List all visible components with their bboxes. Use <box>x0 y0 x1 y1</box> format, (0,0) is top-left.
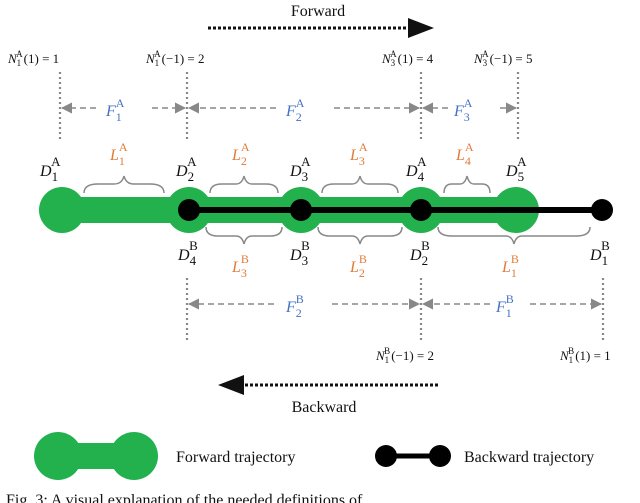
length-label-backward-2: L2B <box>349 252 367 280</box>
length-brace-forward-4 <box>443 175 491 194</box>
n-label-forward-2: N1A(−1) = 2 <box>145 49 205 68</box>
backward-trajectory <box>178 199 613 221</box>
frame-label-forward-1: F1A <box>105 96 125 124</box>
n-label-backward-1: N1B(−1) = 2 <box>375 346 434 365</box>
legend-backward-label: Backward trajectory <box>464 449 594 466</box>
node-label-backward-4: D4B <box>177 238 198 268</box>
n-label-forward-3: N3A(1) = 4 <box>381 49 434 68</box>
length-brace-backward-1 <box>437 226 591 245</box>
frame-label-forward-2: F2A <box>285 96 305 124</box>
length-label-forward-1: L1A <box>109 140 128 168</box>
frame-label-backward-2: F2B <box>285 292 304 320</box>
node-label-forward-4: D4A <box>405 154 427 184</box>
length-brace-forward-3 <box>321 175 399 194</box>
legend-forward-label: Forward trajectory <box>176 449 296 466</box>
n-label-backward-2: N1B(1) = 1 <box>559 346 611 365</box>
figure-caption: Fig. 3: A visual explanation of the need… <box>6 492 363 503</box>
backward-node-1 <box>591 199 613 221</box>
backward-direction-arrow <box>218 375 438 395</box>
legend-backward-swatch <box>375 445 451 467</box>
frame-label-forward-3: F3A <box>453 96 473 124</box>
length-brace-backward-2 <box>317 226 403 245</box>
forward-direction-arrow <box>208 18 434 38</box>
n-label-forward-4: N3A(−1) = 5 <box>473 49 533 68</box>
forward-arrow-label: Forward <box>291 3 345 20</box>
node-label-forward-5: D5A <box>505 154 527 184</box>
frame-label-backward-1: F1B <box>495 292 514 320</box>
legend-forward-swatch <box>34 432 158 480</box>
node-label-backward-3: D3B <box>289 238 310 268</box>
length-label-forward-4: L4A <box>455 140 474 168</box>
length-label-forward-3: L3A <box>349 140 368 168</box>
backward-node-4 <box>178 199 200 221</box>
n-label-forward-1: N1A(1) = 1 <box>7 49 59 68</box>
length-brace-backward-3 <box>205 226 283 245</box>
length-label-backward-1: L1B <box>501 252 519 280</box>
backward-arrow-label: Backward <box>292 399 357 416</box>
length-label-forward-2: L2A <box>231 140 250 168</box>
legend: Forward trajectory Backward trajectory <box>34 432 594 480</box>
node-label-forward-1: D1A <box>39 154 61 184</box>
backward-node-2 <box>410 199 432 221</box>
forward-node-1 <box>39 187 85 233</box>
node-label-forward-3: D3A <box>289 154 311 184</box>
backward-node-3 <box>290 199 312 221</box>
length-label-backward-3: L3B <box>231 252 249 280</box>
node-label-backward-1: D1B <box>589 238 610 268</box>
length-brace-forward-1 <box>83 175 165 194</box>
node-label-forward-2: D2A <box>175 154 197 184</box>
node-label-backward-2: D2B <box>409 238 430 268</box>
length-brace-forward-2 <box>209 175 279 194</box>
